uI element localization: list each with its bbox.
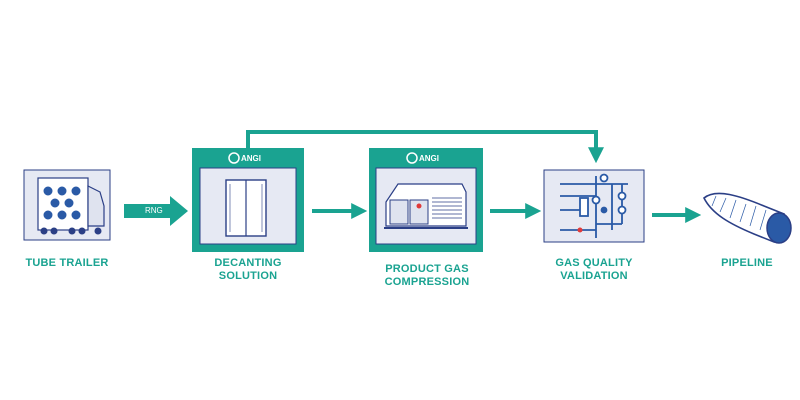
angi-logo: ANGI [228,152,261,164]
gas-quality-box [543,169,645,243]
step-label-line2: COMPRESSION [384,276,470,288]
step-label-line1: DECANTING [214,257,282,269]
compression-box: ANGI [369,148,483,252]
step-label-line2: VALIDATION [560,270,628,282]
angi-brand-text-2: ANGI [419,154,439,163]
step-label-line1: TUBE TRAILER [25,257,109,269]
step-label-line1: PIPELINE [721,257,773,269]
step-label-compression: PRODUCT GAS COMPRESSION [362,263,492,289]
decanting-cabinet-icon [225,179,267,237]
step-label-decanting: DECANTING SOLUTION [188,257,308,283]
step-label-line1: GAS QUALITY [555,257,633,269]
bypass-arrow [246,130,604,164]
rng-label: RNG [145,206,163,215]
step-label-tube-trailer: TUBE TRAILER [12,257,122,270]
tube-trailer-box [23,169,111,241]
step-label-line1: PRODUCT GAS [385,263,469,275]
pipeline-icon [703,192,792,244]
rng-arrow [124,196,188,226]
decanting-solution-box: ANGI [192,148,304,252]
step-label-pipeline: PIPELINE [692,257,800,270]
step-label-line2: SOLUTION [218,270,278,282]
compressor-icon [384,183,468,229]
angi-brand-text: ANGI [241,154,261,163]
valve-indicator-icon [577,227,583,233]
step-label-gas-quality: GAS QUALITY VALIDATION [534,257,654,283]
angi-logo-2: ANGI [406,152,439,164]
tube-trailer-icon [37,177,105,235]
